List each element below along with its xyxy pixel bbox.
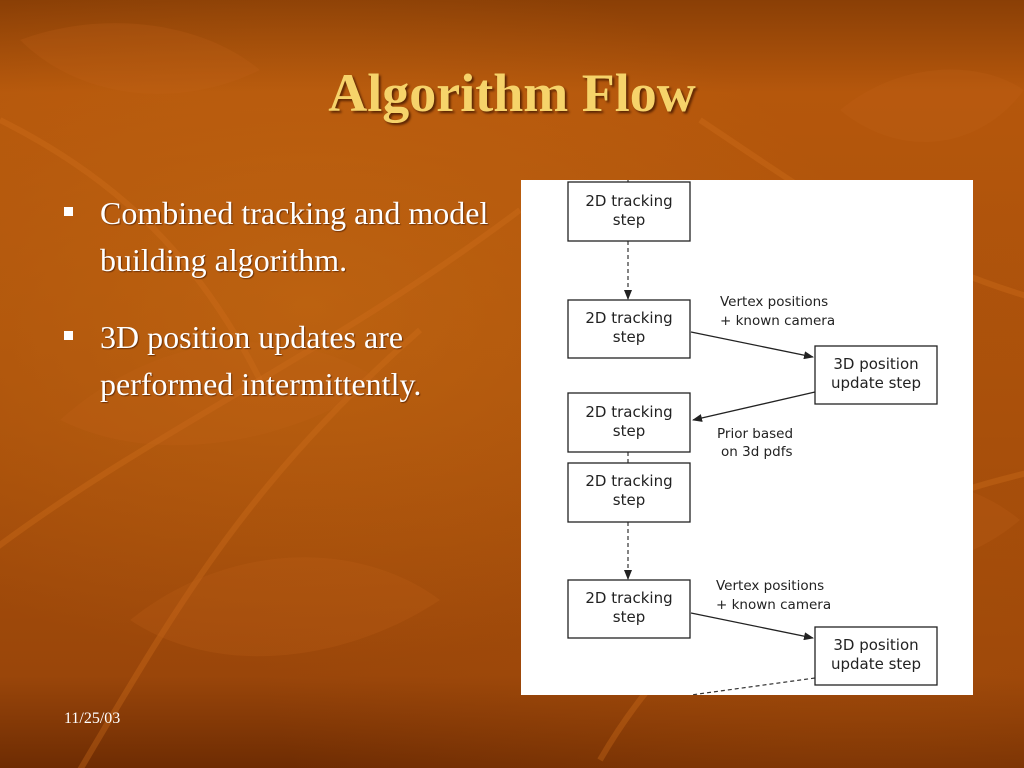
tracking-step-box: 2D tracking step	[567, 579, 691, 639]
update-step-box: 3D position update step	[814, 345, 938, 405]
bullet-text: 3D position updates are performed interm…	[100, 319, 422, 402]
flow-diagram-svg: 2D tracking step 2D tracking step 2D tra…	[567, 180, 938, 695]
update-step-box: 3D position update step	[814, 626, 938, 686]
annotation-label: + known camera	[720, 313, 835, 329]
annotation-label: + known camera	[716, 597, 831, 613]
bullet-list: Combined tracking and model building alg…	[62, 190, 502, 438]
annotation-label: Prior based	[717, 426, 793, 442]
box-label: 2D tracking	[585, 309, 672, 327]
box-label: 2D tracking	[585, 192, 672, 210]
box-label: step	[613, 211, 645, 229]
box-label: update step	[831, 374, 921, 392]
tracking-step-box: 2D tracking step	[567, 392, 691, 453]
box-label: 2D tracking	[585, 472, 672, 490]
box-label: update step	[831, 655, 921, 673]
tracking-step-box: 2D tracking step	[567, 462, 691, 523]
box-label: step	[613, 422, 645, 440]
box-label: step	[613, 328, 645, 346]
tracking-step-box: 2D tracking step	[567, 299, 691, 359]
bullet-text: Combined tracking and model building alg…	[100, 195, 489, 278]
dashed-connector	[690, 677, 816, 695]
box-label: 3D position	[833, 636, 918, 654]
square-bullet-icon	[64, 331, 73, 340]
tracking-step-box: 2D tracking step	[567, 181, 691, 242]
box-label: step	[613, 608, 645, 626]
box-label: step	[613, 491, 645, 509]
slide-title: Algorithm Flow	[328, 63, 696, 123]
annotation-label: on 3d pdfs	[721, 444, 792, 460]
annotation-label: Vertex positions	[716, 578, 824, 594]
arrow-to-tracking	[692, 391, 816, 422]
arrow-to-update	[690, 331, 814, 360]
arrow-to-update	[690, 612, 814, 641]
footer-date: 11/25/03	[64, 710, 121, 727]
square-bullet-icon	[64, 207, 73, 216]
bullet-item: Combined tracking and model building alg…	[62, 190, 502, 284]
box-label: 3D position	[833, 355, 918, 373]
annotation-label: Vertex positions	[720, 294, 828, 310]
box-label: 2D tracking	[585, 589, 672, 607]
algorithm-flow-diagram: 2D tracking step 2D tracking step 2D tra…	[521, 180, 973, 695]
box-label: 2D tracking	[585, 403, 672, 421]
bullet-item: 3D position updates are performed interm…	[62, 314, 502, 408]
